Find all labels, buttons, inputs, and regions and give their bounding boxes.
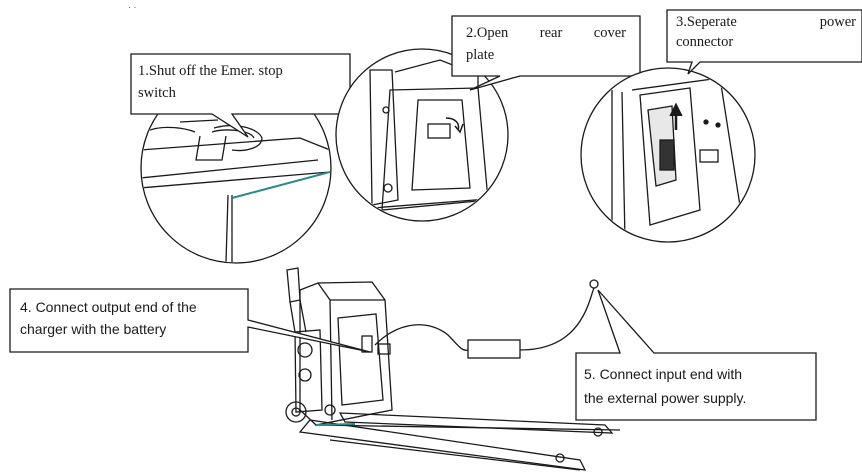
detail-circle-power-connector <box>580 9 862 243</box>
callout-5-bubble <box>575 289 817 421</box>
step-5-callout: 5. Connect input end with the external p… <box>584 362 810 410</box>
stray-mark: · · <box>128 2 137 12</box>
step-1-line-2: switch <box>138 85 176 101</box>
step-2-callout: 2.Open rear cover plate <box>466 22 626 66</box>
step-2-line-2: plate <box>466 47 495 63</box>
callout-4-bubble <box>9 288 371 353</box>
callout-3-bubble <box>666 9 862 75</box>
step-4-callout: 4. Connect output end of the charger wit… <box>20 296 244 340</box>
detail-circle-emergency-stop <box>130 53 351 264</box>
step-3-line-2: connector <box>676 34 734 50</box>
step-3-callout: 3.Seperate power connector <box>676 12 856 52</box>
callout-1-bubble <box>130 53 351 138</box>
step-2-line-1: 2.Open rear cover <box>466 25 626 41</box>
step-5-line-1: 5. Connect input end with <box>584 366 742 382</box>
step-5-line-2: the external power supply. <box>584 390 747 406</box>
step-4-line-2: charger with the battery <box>20 321 167 337</box>
pallet-truck-drawing <box>285 267 621 471</box>
detail-circle-rear-cover <box>335 15 641 222</box>
step-4-line-1: 4. Connect output end of the <box>20 299 197 315</box>
callout-2-bubble <box>451 15 641 91</box>
step-1-line-1: 1.Shut off the Emer. stop <box>138 63 283 79</box>
step-1-callout: 1.Shut off the Emer. stop switch <box>138 60 338 104</box>
step-3-line-1: 3.Seperate power <box>676 14 856 30</box>
